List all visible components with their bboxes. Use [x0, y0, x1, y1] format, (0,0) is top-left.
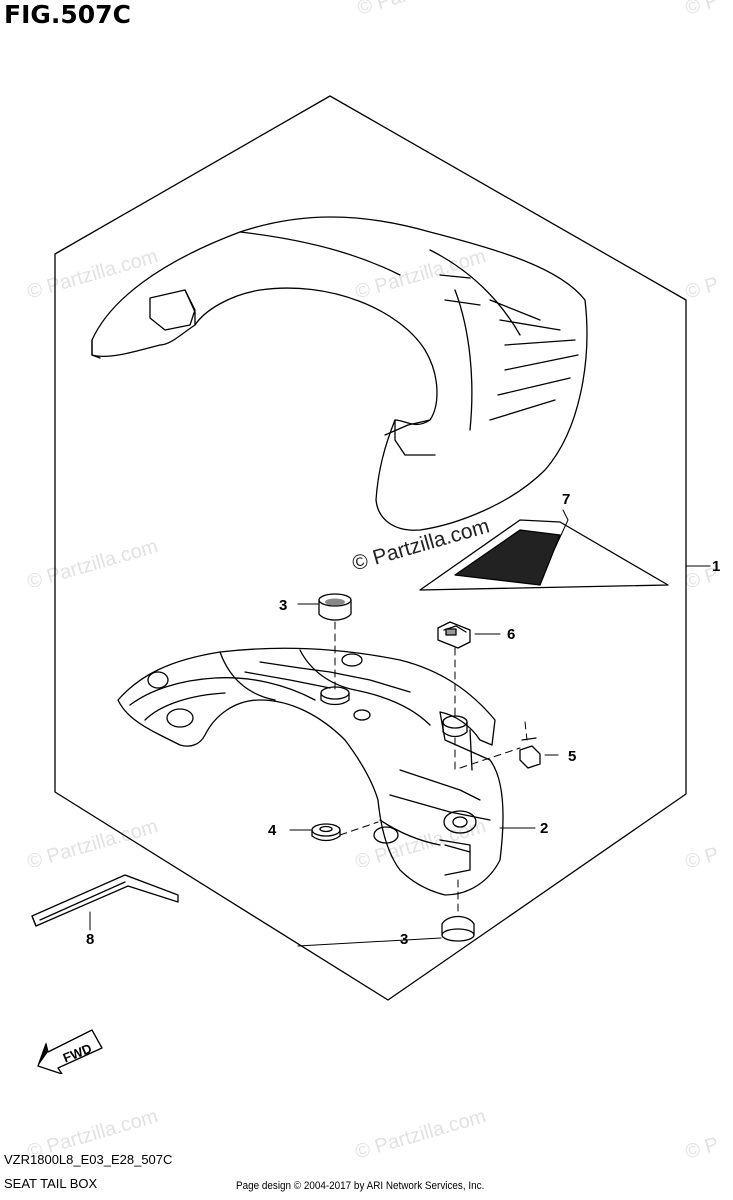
callout-7: 7 — [562, 491, 570, 508]
callout-3: 3 — [279, 597, 287, 614]
callout-2: 2 — [540, 820, 548, 837]
callout-5: 5 — [568, 748, 576, 765]
bolt-part — [519, 737, 541, 769]
sticker-part — [419, 519, 669, 591]
figure-caption: SEAT TAIL BOX — [4, 1176, 98, 1191]
callout-4: 4 — [268, 822, 277, 839]
callout-3: 3 — [400, 931, 408, 948]
model-code: VZR1800L8_E03_E28_507C — [4, 1152, 173, 1167]
callout-1: 1 — [712, 558, 720, 575]
seat-cowl-part — [91, 216, 588, 531]
cushion-part-bottom — [441, 915, 475, 942]
page-credit: Page design © 2004-2017 by ARI Network S… — [236, 1180, 485, 1192]
nut-part — [437, 621, 471, 649]
figure-title: FIG.507C — [4, 0, 131, 29]
bracket-part — [117, 647, 504, 896]
callout-6: 6 — [507, 626, 515, 643]
cushion-part-top — [318, 593, 352, 621]
assembly-outline — [54, 95, 687, 1001]
hex-wrench-part — [31, 874, 179, 927]
callout-8: 8 — [86, 931, 94, 948]
fwd-arrow-icon: FWD — [37, 1029, 103, 1074]
washer-part — [311, 823, 341, 842]
